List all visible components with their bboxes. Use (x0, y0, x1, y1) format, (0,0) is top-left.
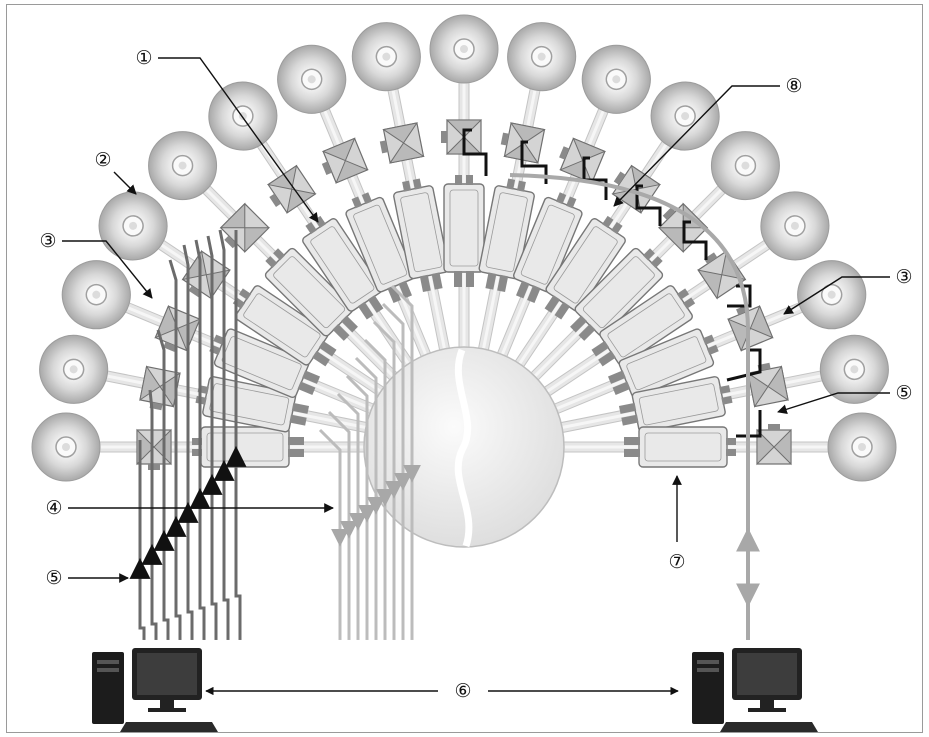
power-cable (318, 428, 342, 640)
callout-4: ④ (45, 497, 334, 519)
spectrometer-arm (98, 191, 389, 400)
power-cable (363, 338, 387, 640)
power-cable (390, 284, 414, 640)
callout-7: ⑦ (668, 475, 686, 573)
power-cable (327, 410, 351, 640)
right-cable (509, 173, 760, 640)
control-cable (520, 140, 548, 184)
callout-5-left: ⑤ (45, 567, 129, 589)
spectrometer-arm (429, 14, 499, 353)
signal-cable (148, 389, 158, 640)
label-3-left: ③ (39, 230, 56, 252)
spectrometer-arm (61, 260, 379, 416)
label-6: ⑥ (454, 680, 471, 702)
power-cable (372, 320, 396, 640)
valve (139, 365, 181, 411)
spectrometer-arm (555, 334, 889, 434)
detector-module (202, 376, 297, 433)
spectrometer-arm (351, 22, 451, 356)
valve (559, 137, 607, 184)
detector-module (393, 185, 450, 280)
callout-5-right: ⑤ (777, 382, 913, 415)
detector-module (574, 247, 664, 337)
power-cable (345, 374, 369, 640)
valve (321, 137, 369, 184)
spectrometer-arm (148, 131, 402, 385)
detector-module (618, 328, 715, 398)
diagram-frame (6, 4, 923, 733)
control-cable (736, 410, 762, 438)
valve (136, 428, 172, 470)
detector-module (302, 218, 383, 312)
callout-2: ② (94, 149, 137, 195)
detector-module (443, 183, 485, 273)
detector-module (599, 285, 693, 366)
spectrometer-arm (495, 44, 651, 362)
valve (727, 304, 774, 352)
spectrometer-arm (511, 81, 720, 372)
callout-3-right: ③ (783, 266, 913, 315)
spectrometer-arm (277, 44, 433, 362)
left-cable-bundle (129, 229, 421, 641)
detector-module (235, 285, 329, 366)
control-cable (682, 220, 708, 260)
label-5-left: ⑤ (45, 567, 62, 589)
valve (441, 119, 483, 155)
callout-6: ⑥ (454, 680, 471, 702)
label-2: ② (94, 149, 111, 171)
desktop-computer-icon (92, 648, 218, 732)
label-3-right: ③ (895, 266, 912, 288)
label-8: ⑧ (785, 75, 802, 97)
callout-3-left: ③ (39, 230, 153, 299)
control-cable (462, 128, 488, 176)
spectrometer-arm (549, 260, 867, 416)
signal-cable (194, 239, 206, 640)
desktop-computer-icon (692, 648, 818, 732)
power-cable (336, 392, 360, 640)
radial-arms (31, 14, 897, 482)
valve (756, 424, 792, 466)
signal-cable (182, 244, 194, 640)
detector-module (478, 185, 535, 280)
control-cable (635, 184, 662, 226)
central-sphere (363, 346, 565, 548)
signal-cable (234, 230, 242, 640)
label-7: ⑦ (668, 551, 685, 573)
power-cable (381, 302, 405, 640)
label-5-right: ⑤ (895, 382, 912, 404)
signal-cable (218, 229, 230, 640)
label-4: ④ (45, 497, 62, 519)
spectrometer-arm (539, 191, 830, 400)
signal-cable (138, 440, 146, 640)
power-cable (354, 356, 378, 640)
detector-module (631, 376, 726, 433)
valve (219, 202, 271, 254)
label-1: ① (135, 47, 152, 69)
callout-8: ⑧ (613, 75, 803, 207)
signal-cable (156, 329, 170, 640)
detector-module (513, 196, 583, 293)
detector-module (638, 426, 728, 468)
signal-cable (206, 235, 218, 640)
spectrometer-arm (477, 22, 577, 356)
spectrometer-arm (208, 81, 417, 372)
control-cable (726, 348, 762, 382)
signal-cable (168, 259, 182, 640)
detector-module (345, 196, 415, 293)
callout-1: ① (135, 47, 319, 223)
valve (379, 122, 425, 164)
valve (747, 362, 789, 408)
spectrometer-arm (558, 412, 897, 482)
detector-module (545, 218, 626, 312)
detector-module (264, 247, 354, 337)
detector-module (213, 328, 310, 398)
